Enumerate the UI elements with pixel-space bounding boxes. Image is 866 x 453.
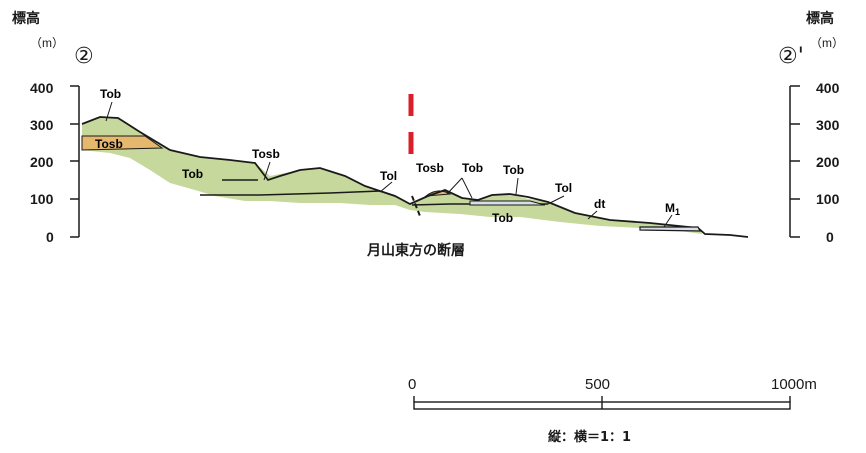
label-tob-lower: Tob [492, 211, 513, 225]
fault-line [411, 195, 421, 217]
right-tick-200: 200 [816, 154, 840, 170]
right-axis-unit: （m） [810, 36, 844, 50]
right-tick-100: 100 [816, 191, 840, 207]
label-m1-subscript: 1 [675, 207, 680, 217]
left-tick-0: 0 [46, 229, 54, 245]
label-tob-right1: Tob [462, 161, 483, 175]
leader-lines [105, 101, 673, 228]
label-tosb-mid: Tosb [252, 147, 280, 161]
scale-label-500: 500 [585, 376, 611, 393]
tosb-unit-fill [81, 135, 164, 151]
label-tosb-left: Tosb [95, 137, 123, 151]
label-tosb-right: Tosb [416, 161, 444, 175]
left-section-marker: ② [74, 44, 94, 69]
label-dt: dt [594, 197, 605, 211]
left-tick-200: 200 [30, 154, 54, 170]
left-axis-title: 標高 [12, 11, 40, 27]
right-axis [789, 85, 800, 238]
topographic-surface [81, 116, 749, 238]
scale-bar [413, 396, 791, 410]
fault-caption: 月山東方の断層 [367, 243, 465, 259]
left-tick-400: 400 [30, 80, 54, 96]
m1-terrace [639, 226, 701, 232]
tol-layer-mid [200, 190, 396, 197]
left-axis-unit: （m） [30, 36, 64, 50]
right-section-marker: ②' [778, 44, 804, 69]
label-m1: M1 [665, 201, 680, 217]
scale-ratio: 縦：横＝1：1 [548, 430, 632, 445]
label-tob-right2: Tob [503, 163, 524, 177]
scale-label-0: 0 [408, 376, 417, 393]
left-tick-100: 100 [30, 191, 54, 207]
label-tob-peak: Tob [100, 87, 121, 101]
scale-label-1000m: 1000m [771, 376, 817, 393]
right-axis-title: 標高 [806, 11, 834, 27]
left-tick-300: 300 [30, 117, 54, 133]
label-tol-mid: Tol [380, 169, 397, 183]
left-axis [70, 85, 80, 238]
right-tick-0: 0 [826, 229, 834, 245]
right-tick-300: 300 [816, 117, 840, 133]
label-m1-main: M [665, 201, 675, 215]
right-tick-400: 400 [816, 80, 840, 96]
tol-layer-right-fill [469, 200, 546, 206]
label-tob-left: Tob [182, 167, 203, 181]
label-tol-right: Tol [555, 181, 572, 195]
